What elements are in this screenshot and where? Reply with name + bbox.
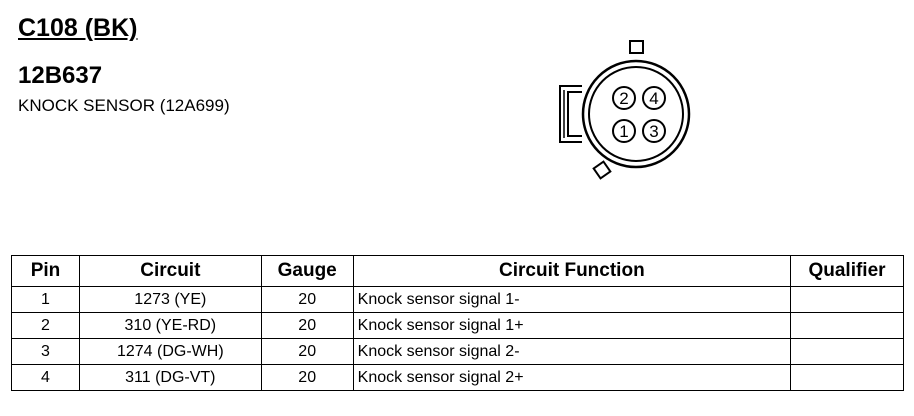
component-description: KNOCK SENSOR (12A699) [18,96,230,115]
table-row: 4 311 (DG-VT) 20 Knock sensor signal 2+ [11,364,904,391]
column-header-pin: Pin [11,255,80,287]
cell-function: Knock sensor signal 2- [352,338,792,365]
connector-top-key [629,40,644,54]
cell-qualifier [790,364,904,391]
table-row: 1 1273 (YE) 20 Knock sensor signal 1- [11,286,904,313]
cell-gauge: 20 [260,312,354,339]
cell-circuit: 1274 (DG-WH) [78,338,262,365]
column-header-gauge: Gauge [260,255,354,287]
cell-circuit: 310 (YE-RD) [78,312,262,339]
connector-body-inner [588,66,684,162]
cell-pin: 4 [11,364,80,391]
cell-function: Knock sensor signal 1+ [352,312,792,339]
cell-pin: 3 [11,338,80,365]
connector-id: C108 (BK) [18,14,138,42]
connector-body-outer [581,59,691,169]
table-header-row: Pin Circuit Gauge Circuit Function Quali… [11,255,904,287]
cell-qualifier [790,312,904,339]
pin-label: 1 [619,122,628,141]
cell-gauge: 20 [260,286,354,313]
table-row: 3 1274 (DG-WH) 20 Knock sensor signal 2- [11,338,904,365]
cell-qualifier [790,338,904,365]
connector-latch [559,85,582,143]
connector-face-diagram: 2 4 1 3 [559,40,691,180]
cell-function: Knock sensor signal 2+ [352,364,792,391]
cell-pin: 2 [11,312,80,339]
pin-cavity: 2 [612,86,636,110]
pin-cavity: 1 [612,119,636,143]
cell-function: Knock sensor signal 1- [352,286,792,313]
column-header-circuit-function: Circuit Function [352,255,792,287]
pin-label: 4 [649,89,658,108]
cell-pin: 1 [11,286,80,313]
cell-circuit: 311 (DG-VT) [78,364,262,391]
cell-gauge: 20 [260,338,354,365]
cell-qualifier [790,286,904,313]
pin-label: 2 [619,89,628,108]
table-row: 2 310 (YE-RD) 20 Knock sensor signal 1+ [11,312,904,339]
part-number: 12B637 [18,62,103,89]
connector-bottom-key [592,160,612,180]
cell-gauge: 20 [260,364,354,391]
pinout-table: Pin Circuit Gauge Circuit Function Quali… [11,255,904,391]
cell-circuit: 1273 (YE) [78,286,262,313]
pin-cavity: 4 [642,86,666,110]
pin-label: 3 [649,122,658,141]
column-header-qualifier: Qualifier [790,255,904,287]
pin-cavity: 3 [642,119,666,143]
column-header-circuit: Circuit [78,255,262,287]
